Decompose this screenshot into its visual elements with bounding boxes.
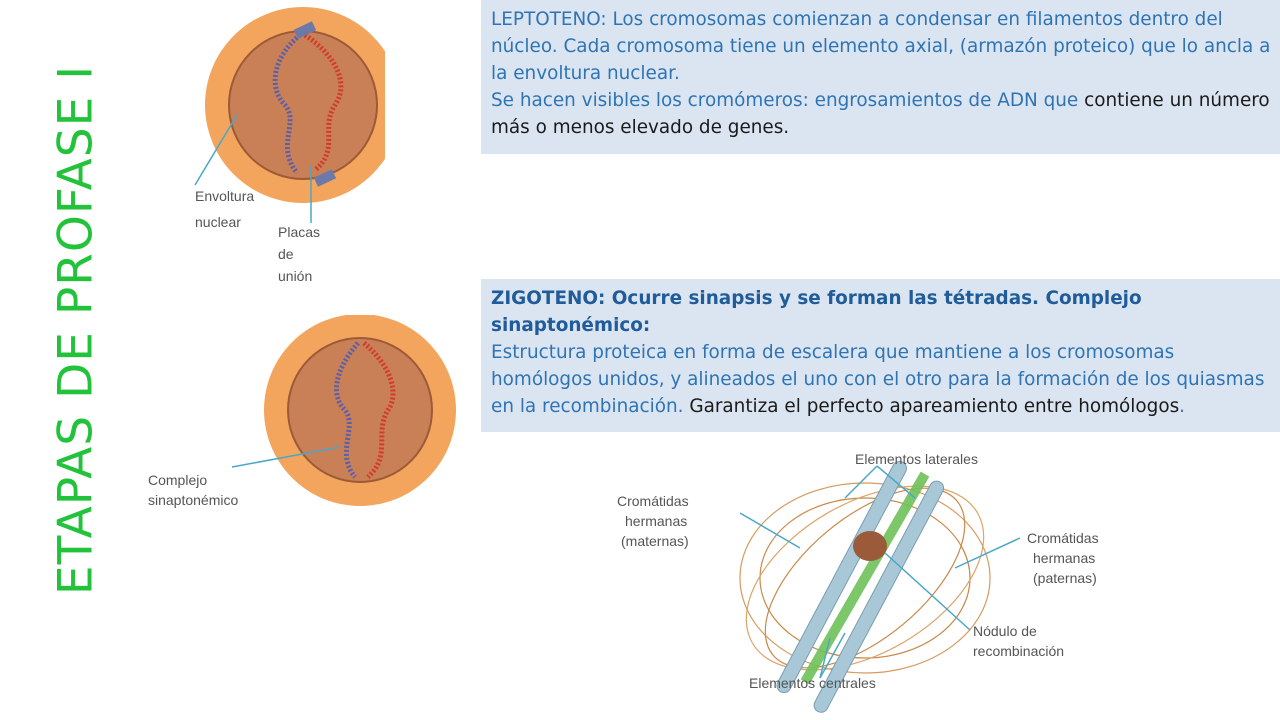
label-complejo-2: sinaptonémico — [148, 492, 238, 508]
zigoteno-textbox: ZIGOTENO: Ocurre sinapsis y se forman la… — [481, 279, 1280, 432]
label-placas-3: unión — [278, 268, 312, 284]
chromosome-maternal — [333, 341, 360, 479]
label-cromatidas-maternas-2: hermanas — [625, 513, 687, 529]
label-elementos-laterales: Elementos laterales — [855, 451, 978, 467]
leptoteno-paragraph-2a: Se hacen visibles los cromómeros: engros… — [491, 90, 1079, 111]
label-placas-1: Placas — [278, 224, 320, 240]
label-envoltura-2: nuclear — [195, 214, 241, 230]
leader-lines — [739, 465, 1021, 679]
leptoteno-textbox: LEPTOTENO: Los cromosomas comienzan a co… — [481, 0, 1280, 154]
chromosome-paternal — [362, 341, 396, 479]
label-elementos-centrales: Elementos centrales — [749, 675, 876, 691]
label-cromatidas-paternas-2: hermanas — [1033, 550, 1095, 566]
label-cromatidas-maternas-3: (maternas) — [621, 533, 689, 549]
leptoteno-paragraph-1: LEPTOTENO: Los cromosomas comienzan a co… — [491, 9, 1271, 84]
leader-envoltura — [194, 114, 238, 186]
lateral-elements — [776, 460, 945, 713]
zigoteno-paragraph-2a: Estructura proteica en forma de escalera… — [491, 342, 1265, 417]
label-cromatidas-paternas-3: (paternas) — [1033, 570, 1097, 586]
label-nodulo-2: recombinación — [973, 643, 1064, 659]
central-elements — [800, 471, 930, 685]
synaptonemal-complex-figure: Elementos laterales Cromátidas hermanas … — [617, 451, 1099, 713]
label-nodulo-1: Nódulo de — [973, 623, 1037, 639]
leader-complejo — [231, 446, 341, 468]
slide-title: ETAPAS DE PROFASE I — [48, 64, 104, 596]
zigoteno-paragraph-2c: . — [1179, 396, 1186, 417]
label-complejo-1: Complejo — [148, 472, 207, 488]
zigoteno-paragraph-1: ZIGOTENO: Ocurre sinapsis y se forman la… — [491, 288, 1142, 336]
leptoteno-paragraph-2b: contiene un número más o menos elevado d… — [491, 90, 1270, 138]
chromatin-loops — [739, 482, 991, 674]
recombination-nodule — [853, 531, 887, 561]
leptoteno-cell-figure: Envoltura nuclear Placas de unión — [194, 7, 385, 284]
nucleus — [287, 337, 433, 483]
attachment-plate-top — [293, 21, 317, 39]
zigoteno-cell-figure: Complejo sinaptonémico — [148, 315, 456, 508]
chromosome-maternal — [272, 33, 302, 175]
label-placas-2: de — [278, 246, 294, 262]
attachment-plate-bottom — [313, 169, 337, 187]
label-envoltura-1: Envoltura — [195, 188, 254, 204]
label-cromatidas-maternas-1: Cromátidas — [617, 493, 689, 509]
label-cromatidas-paternas-1: Cromátidas — [1027, 530, 1099, 546]
zigoteno-paragraph-2b: Garantiza el perfecto apareamiento entre… — [683, 396, 1180, 417]
nucleus — [228, 30, 378, 180]
chromosome-paternal — [303, 32, 344, 172]
